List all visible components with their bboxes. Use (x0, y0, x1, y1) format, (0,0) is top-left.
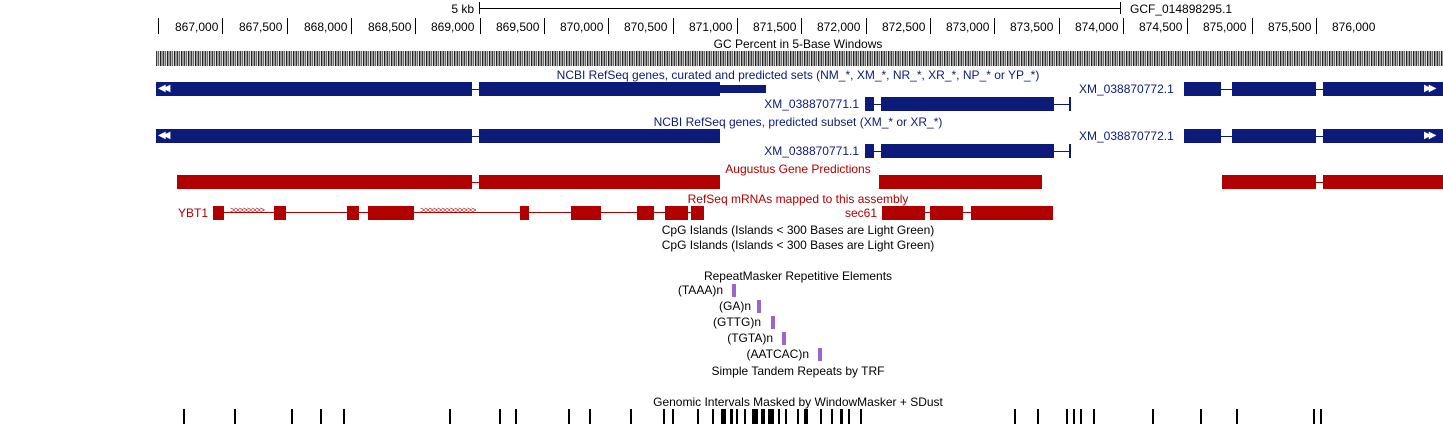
assembly-label: GCF_014898295.1 (1130, 2, 1233, 16)
ruler-label: 867,000 (175, 20, 219, 34)
windowmasker-track-title: Genomic Intervals Masked by WindowMasker… (653, 395, 943, 409)
repeat-label: (TGTA)n (727, 331, 773, 345)
scale-line (479, 8, 1120, 9)
gene-label[interactable]: XM_038870772.1 (1079, 82, 1174, 96)
rmsk-track-title: RepeatMasker Repetitive Elements (703, 269, 893, 283)
ruler-label: 867,500 (239, 20, 283, 34)
cpg-track-title-2: CpG Islands (Islands < 300 Bases are Lig… (661, 238, 935, 252)
mrna-track-title: RefSeq mRNAs mapped to this assembly (687, 192, 909, 206)
ruler-label: 874,500 (1139, 20, 1183, 34)
ruler-label: 868,000 (304, 20, 348, 34)
scale-right-tick (1120, 2, 1121, 14)
strand-arrows-icon: >>>>>>>> (230, 205, 265, 215)
right-arrows-icon: ▶▶ (1424, 130, 1437, 141)
ruler-label: 873,500 (1010, 20, 1054, 34)
right-arrows-icon: ▶▶ (1424, 83, 1437, 94)
ruler-label: 873,000 (946, 20, 990, 34)
left-arrows-icon: ◀◀ (158, 83, 171, 94)
refseq-all-track-title: NCBI RefSeq genes, curated and predicted… (556, 68, 1040, 82)
trf-track-title: Simple Tandem Repeats by TRF (711, 364, 885, 378)
ruler-label: 872,000 (817, 20, 861, 34)
augustus-track-title: Augustus Gene Predictions (725, 162, 871, 176)
gene-label[interactable]: XM_038870771.1 (764, 97, 859, 111)
repeat-label: (TAAA)n (677, 283, 723, 297)
repeat-label: (GA)n (718, 299, 751, 313)
ruler-label: 874,000 (1075, 20, 1119, 34)
ruler-label: 872,500 (882, 20, 926, 34)
gene-label[interactable]: YBT1 (177, 206, 208, 220)
ruler-label: 871,000 (689, 20, 733, 34)
ruler-label: 870,500 (624, 20, 668, 34)
strand-arrows-icon: >>>>>>>>>>>>> (420, 205, 476, 215)
ruler-label: 869,500 (496, 20, 540, 34)
ruler-label: 870,000 (560, 20, 604, 34)
repeat-label: (AATCAC)n (746, 347, 809, 361)
refseq-predicted-track-title: NCBI RefSeq genes, predicted subset (XM_… (653, 115, 943, 129)
cpg-track-title-1: CpG Islands (Islands < 300 Bases are Lig… (661, 223, 935, 237)
scale-label: 5 kb (451, 2, 474, 16)
gene-label[interactable]: sec61 (844, 206, 877, 220)
ruler-label: 868,500 (368, 20, 412, 34)
repeat-label: (GTTG)n (713, 315, 761, 329)
ruler-label: 871,500 (753, 20, 797, 34)
ruler-label: 875,500 (1268, 20, 1312, 34)
ruler-label: 876,000 (1332, 20, 1376, 34)
gene-label[interactable]: XM_038870772.1 (1079, 129, 1174, 143)
left-arrows-icon: ◀◀ (158, 130, 171, 141)
ruler-label: 875,000 (1203, 20, 1247, 34)
gc-track-title: GC Percent in 5-Base Windows (713, 37, 883, 51)
ruler-label: 869,000 (431, 20, 475, 34)
gene-label[interactable]: XM_038870771.1 (764, 144, 859, 158)
gc-percent-wiggle[interactable] (156, 51, 1443, 66)
